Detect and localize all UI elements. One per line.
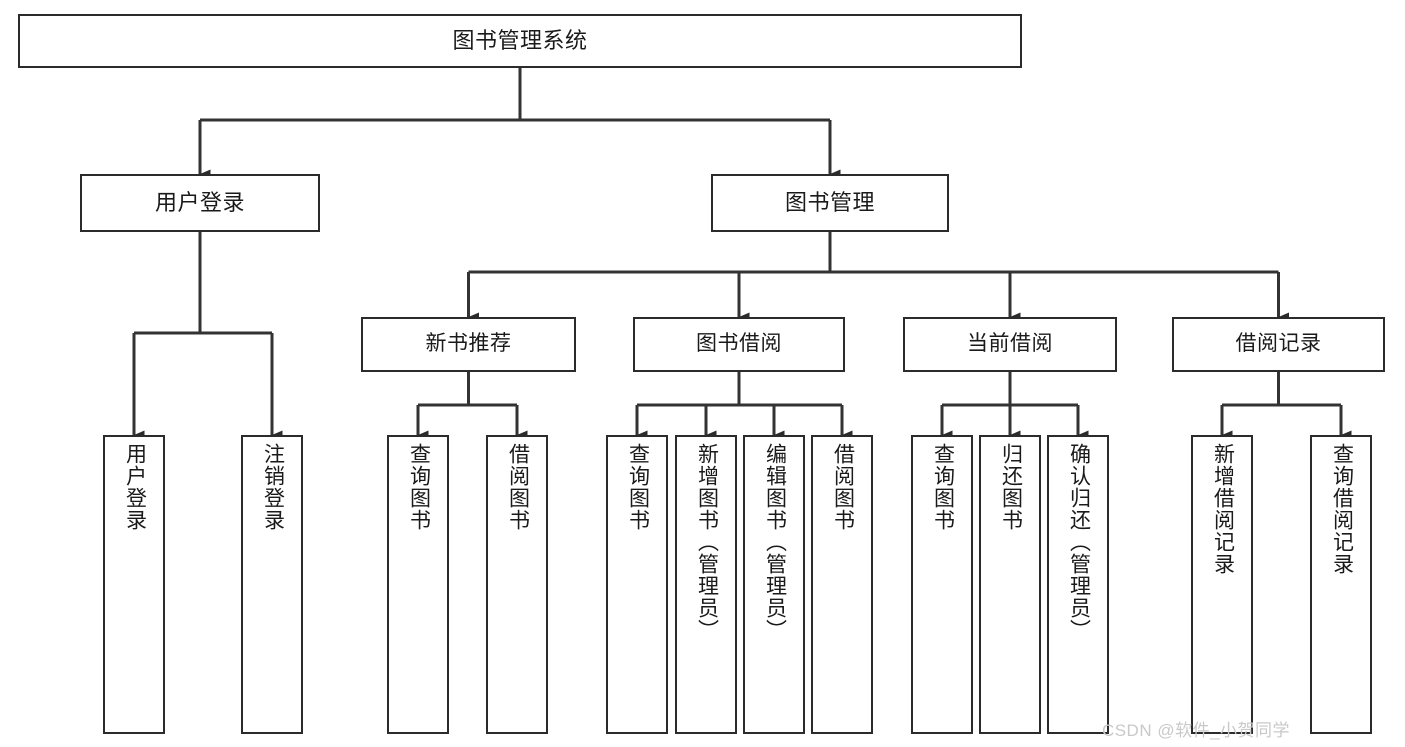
node-label: 新增借阅记录: [1211, 443, 1235, 575]
node-label: 借阅图书: [506, 443, 530, 531]
node-label: 借阅记录: [1235, 332, 1322, 356]
node-root[interactable]: 图书管理系统: [18, 14, 1022, 68]
node-label: 借阅图书: [831, 443, 855, 531]
node-label: 编辑图书（管理员）: [763, 443, 787, 641]
node-label: 查询图书: [407, 443, 431, 531]
node-l4_d2[interactable]: 归还图书: [979, 435, 1041, 734]
node-l3_new[interactable]: 新书推荐: [361, 317, 576, 372]
node-label: 新增图书（管理员）: [695, 443, 719, 641]
node-l3_record[interactable]: 借阅记录: [1172, 317, 1385, 372]
node-label: 当前借阅: [967, 332, 1053, 356]
node-l4_d1[interactable]: 查询图书: [911, 435, 973, 734]
node-l4_c2[interactable]: 新增图书（管理员）: [675, 435, 737, 734]
node-label: 查询图书: [626, 443, 650, 531]
node-label: 新书推荐: [425, 332, 512, 356]
node-label: 查询借阅记录: [1330, 443, 1354, 575]
node-label: 归还图书: [999, 443, 1023, 531]
node-label: 查询图书: [931, 443, 955, 531]
node-label: 用户登录: [154, 190, 245, 216]
node-l4_e1[interactable]: 新增借阅记录: [1191, 435, 1253, 734]
node-label: 图书管理: [784, 190, 875, 216]
node-label: 确认归还（管理员）: [1067, 443, 1091, 641]
node-l4_d3[interactable]: 确认归还（管理员）: [1047, 435, 1109, 734]
node-label: 注销登录: [261, 443, 285, 531]
node-l4_a2[interactable]: 注销登录: [241, 435, 303, 734]
node-l4_e2[interactable]: 查询借阅记录: [1310, 435, 1372, 734]
node-l2_book[interactable]: 图书管理: [711, 174, 949, 232]
node-l3_borrow[interactable]: 图书借阅: [633, 317, 845, 372]
node-label: 图书借阅: [696, 332, 782, 356]
node-label: 用户登录: [123, 443, 147, 531]
node-l4_c1[interactable]: 查询图书: [606, 435, 668, 734]
watermark-text: CSDN @软件_小贺同学: [1101, 721, 1291, 740]
node-l4_c3[interactable]: 编辑图书（管理员）: [743, 435, 805, 734]
node-l4_b1[interactable]: 查询图书: [387, 435, 449, 734]
node-l2_login[interactable]: 用户登录: [80, 174, 320, 232]
node-l4_a1[interactable]: 用户登录: [103, 435, 165, 734]
edge-group: [132, 68, 1352, 440]
node-l4_c4[interactable]: 借阅图书: [811, 435, 873, 734]
node-l4_b2[interactable]: 借阅图书: [486, 435, 548, 734]
node-label: 图书管理系统: [452, 28, 588, 54]
node-l3_current[interactable]: 当前借阅: [903, 317, 1117, 372]
